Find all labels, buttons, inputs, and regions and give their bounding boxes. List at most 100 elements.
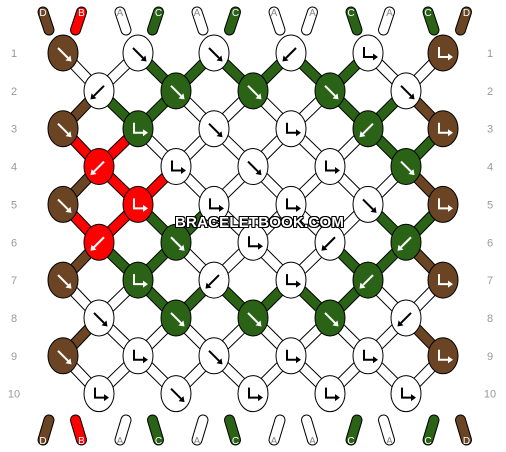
knot-arrowhead-icon xyxy=(104,394,109,402)
knot-arrowhead-icon xyxy=(321,244,328,251)
row-label-right: 8 xyxy=(487,313,493,325)
knot-arrow-icon xyxy=(93,160,105,173)
knot xyxy=(352,110,384,148)
string-stub-bottom xyxy=(423,415,439,445)
string-label-bottom: C xyxy=(155,436,162,447)
knot-arrow-icon xyxy=(208,47,220,59)
knot-arrow-icon xyxy=(208,274,220,286)
knot xyxy=(237,72,269,110)
knot-arrowhead-icon xyxy=(143,356,148,364)
knot-arrowhead-icon xyxy=(101,320,108,327)
knot-arrow-icon xyxy=(401,387,411,399)
knot-ellipse xyxy=(427,185,459,223)
knot-ellipse xyxy=(427,110,459,148)
knot-ellipse xyxy=(198,185,230,223)
knot-arrow-icon xyxy=(57,274,69,286)
knot-arrow-icon xyxy=(133,198,143,210)
knot-arrow-icon xyxy=(362,198,374,211)
knot-arrow-icon xyxy=(400,160,412,173)
knot xyxy=(198,261,230,299)
knot xyxy=(83,72,115,110)
row-label-right: 9 xyxy=(487,351,493,363)
knot-ellipse xyxy=(122,261,154,299)
knot-arrow-icon xyxy=(400,312,412,324)
knot xyxy=(237,299,269,337)
row-label-left: 1 xyxy=(11,48,17,60)
knot-arrow-icon xyxy=(324,85,336,97)
knot xyxy=(275,337,307,375)
knot xyxy=(275,110,307,148)
string-stub-bottom xyxy=(346,415,362,445)
knot-ellipse xyxy=(122,110,154,148)
string-stub-bottom xyxy=(192,415,208,445)
string-stub-bottom xyxy=(38,415,54,445)
string-label-top: A xyxy=(309,8,316,19)
knot-ellipse xyxy=(390,375,422,413)
row-label-left: 6 xyxy=(11,237,17,249)
knot xyxy=(83,375,115,413)
row-label-right: 4 xyxy=(487,162,493,174)
knot-arrowhead-icon xyxy=(65,131,72,138)
knot-arrowhead-icon xyxy=(296,280,301,288)
string-label-top: B xyxy=(78,8,85,19)
knot-arrow-icon xyxy=(57,350,69,362)
knot-arrowhead-icon xyxy=(258,242,263,250)
knot-arrow-icon xyxy=(247,160,259,173)
knot-arrowhead-icon xyxy=(216,131,223,138)
knot-arrowhead-icon xyxy=(335,394,340,402)
string-label-bottom: C xyxy=(347,436,354,447)
knot-arrow-icon xyxy=(438,274,448,286)
knot-arrowhead-icon xyxy=(219,204,224,212)
knot-arrow-icon xyxy=(208,350,220,362)
row-label-right: 6 xyxy=(487,237,493,249)
knot-arrowhead-icon xyxy=(216,358,223,365)
knot xyxy=(237,375,269,413)
knot-ellipse xyxy=(427,261,459,299)
row-label-right: 5 xyxy=(487,199,493,211)
knot xyxy=(314,223,346,261)
knot-arrowhead-icon xyxy=(258,394,263,402)
knot-ellipse xyxy=(275,185,307,223)
knot-arrowhead-icon xyxy=(448,204,453,212)
row-label-left: 7 xyxy=(11,275,17,287)
knot-arrowhead-icon xyxy=(255,320,262,327)
string-label-bottom: A xyxy=(309,436,316,447)
knot-arrowhead-icon xyxy=(359,282,366,289)
string-stub-bottom xyxy=(148,415,163,445)
knot-arrow-icon xyxy=(170,312,182,324)
row-label-right: 10 xyxy=(484,389,496,401)
knot-arrowhead-icon xyxy=(90,244,97,251)
site-watermark: BRACELETBOOK.COM xyxy=(175,214,345,231)
knot-arrow-icon xyxy=(247,312,259,324)
string-stub-bottom xyxy=(456,415,471,445)
knot-arrow-icon xyxy=(324,236,336,248)
knot xyxy=(427,34,459,72)
string-stub-top xyxy=(302,7,317,35)
knot xyxy=(427,337,459,375)
knot-arrowhead-icon xyxy=(370,206,377,213)
knot xyxy=(314,72,346,110)
string-label-bottom: D xyxy=(463,436,470,447)
knot-arrow-icon xyxy=(286,122,296,134)
knot-arrowhead-icon xyxy=(65,206,72,213)
knot-arrow-icon xyxy=(94,387,104,399)
knot xyxy=(314,148,346,186)
knot xyxy=(198,337,230,375)
knot xyxy=(352,261,384,299)
knot xyxy=(390,375,422,413)
knot-arrow-icon xyxy=(170,85,182,97)
knot-arrowhead-icon xyxy=(90,93,97,100)
knot-arrowhead-icon xyxy=(408,93,415,100)
knot xyxy=(122,110,154,148)
knot-ellipse xyxy=(160,148,192,186)
knot xyxy=(427,110,459,148)
knot xyxy=(160,299,192,337)
knot-arrow-icon xyxy=(438,122,448,134)
knot-ellipse xyxy=(314,375,346,413)
knot xyxy=(275,34,307,72)
string-label-top: D xyxy=(39,8,46,19)
knot-arrowhead-icon xyxy=(296,129,301,137)
string-label-top: A xyxy=(271,8,278,19)
knot xyxy=(47,110,79,148)
knot-arrowhead-icon xyxy=(448,53,453,61)
